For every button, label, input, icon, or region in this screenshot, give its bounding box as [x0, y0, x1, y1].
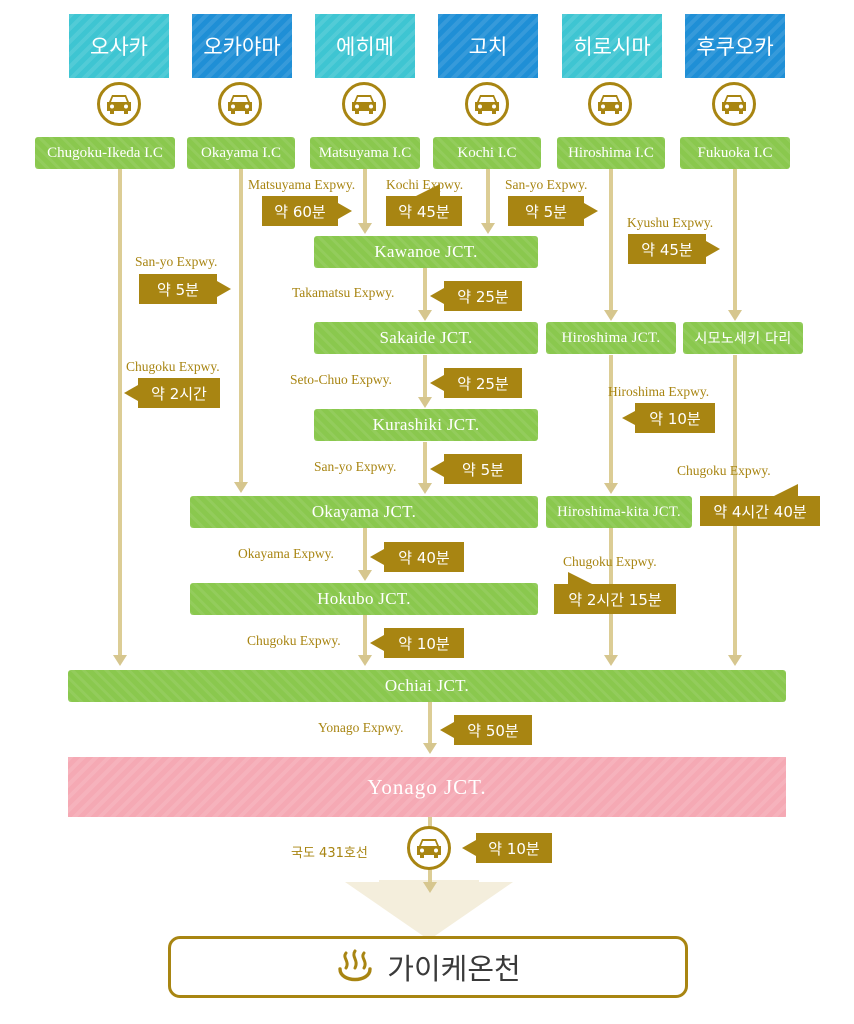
- arrowhead: [358, 570, 372, 581]
- time-badge: 약 10분: [622, 403, 715, 433]
- city-ehime: 에히메: [315, 14, 415, 78]
- arrowhead: [728, 655, 742, 666]
- time-badge: 약 45분: [386, 184, 462, 226]
- road-label: Hiroshima Expwy.: [608, 384, 710, 399]
- route-line-osaka: [118, 169, 122, 657]
- route-line-okayama: [239, 169, 243, 485]
- city-hiroshima: 히로시마: [562, 14, 662, 78]
- route-line-kochi: [486, 169, 490, 225]
- route-line-dest: [428, 860, 432, 882]
- road-label: San-yo Expwy.: [314, 459, 397, 474]
- route-line-kawanoe-sakaide: [423, 268, 427, 312]
- road-label: Seto-Chuo Expwy.: [290, 372, 392, 387]
- time-badge: 약 5분: [508, 196, 598, 226]
- road-label: Okayama Expwy.: [238, 546, 334, 561]
- route-line-hiroshima-kita: [609, 355, 613, 485]
- destination-box: 가이케온천: [168, 936, 688, 998]
- time-badge: 약 4시간 40분: [700, 484, 820, 526]
- shimonoseki-bridge: 시모노세키 다리: [683, 322, 803, 354]
- ic-hiroshima: Hiroshima I.C: [557, 137, 665, 169]
- jct-kurashiki: Kurashiki JCT.: [314, 409, 538, 441]
- car-icon: [407, 826, 451, 870]
- time-badge: 약 45분: [628, 234, 720, 264]
- road-label: Takamatsu Expwy.: [292, 285, 395, 300]
- arrowhead: [418, 310, 432, 321]
- time-badge: 약 10분: [370, 628, 464, 658]
- car-icon: [97, 82, 141, 126]
- arrowhead: [604, 483, 618, 494]
- road-label: Chugoku Expwy.: [677, 463, 771, 478]
- arrowhead: [604, 655, 618, 666]
- arrowhead: [418, 483, 432, 494]
- destination-arrow: [345, 880, 513, 940]
- route-line-kurashiki-okayama: [423, 442, 427, 486]
- time-badge: 약 5분: [430, 454, 522, 484]
- time-badge: 약 5분: [139, 274, 231, 304]
- time-badge: 약 2시간: [124, 378, 220, 408]
- time-badge: 약 2시간 15분: [554, 572, 676, 614]
- arrowhead: [728, 310, 742, 321]
- city-osaka: 오사카: [69, 14, 169, 78]
- arrowhead: [418, 397, 432, 408]
- road-label: Chugoku Expwy.: [563, 554, 657, 569]
- jct-sakaide: Sakaide JCT.: [314, 322, 538, 354]
- road-label: Matsuyama Expwy.: [248, 177, 356, 192]
- city-fukuoka: 후쿠오카: [685, 14, 785, 78]
- jct-hiroshima: Hiroshima JCT.: [546, 322, 676, 354]
- route-line-sakaide-kurashiki: [423, 355, 427, 399]
- arrowhead: [604, 310, 618, 321]
- city-kochi: 고치: [438, 14, 538, 78]
- hot-spring-icon: [338, 949, 372, 982]
- arrowhead: [481, 223, 495, 234]
- jct-kawanoe: Kawanoe JCT.: [314, 236, 538, 268]
- jct-okayama: Okayama JCT.: [190, 496, 538, 528]
- route-line-hiroshima: [609, 169, 613, 313]
- time-badge: 약 50분: [440, 715, 532, 745]
- arrowhead: [423, 882, 437, 893]
- road-label: Chugoku Expwy.: [126, 359, 220, 374]
- time-badge: 약 10분: [462, 833, 552, 863]
- road-label: Yonago Expwy.: [318, 720, 404, 735]
- ic-fukuoka: Fukuoka I.C: [680, 137, 790, 169]
- time-badge: 약 40분: [370, 542, 464, 572]
- arrowhead: [234, 482, 248, 493]
- road-label: Chugoku Expwy.: [247, 633, 341, 648]
- route-line-fukuoka: [733, 169, 737, 313]
- car-icon: [218, 82, 262, 126]
- city-okayama: 오카야마: [192, 14, 292, 78]
- jct-yonago: Yonago JCT.: [68, 757, 786, 817]
- road-label: Kyushu Expwy.: [627, 215, 714, 230]
- car-icon: [465, 82, 509, 126]
- time-badge: 약 25분: [430, 368, 522, 398]
- arrowhead: [113, 655, 127, 666]
- jct-hiroshima-kita: Hiroshima-kita JCT.: [546, 496, 692, 528]
- ic-chugoku-ikeda: Chugoku-Ikeda I.C: [35, 137, 175, 169]
- car-icon: [588, 82, 632, 126]
- time-badge: 약 25분: [430, 281, 522, 311]
- route-line-ochiai-yonago: [428, 701, 432, 745]
- road-label: San-yo Expwy.: [505, 177, 588, 192]
- ic-matsuyama: Matsuyama I.C: [310, 137, 420, 169]
- car-icon: [342, 82, 386, 126]
- route-line-okayama-hokubo: [363, 528, 367, 572]
- ic-okayama: Okayama I.C: [187, 137, 295, 169]
- car-icon: [712, 82, 756, 126]
- destination-label: 가이케온천: [387, 952, 521, 986]
- road-label: 국도 431호선: [291, 846, 368, 861]
- arrowhead: [358, 655, 372, 666]
- road-label: San-yo Expwy.: [135, 254, 218, 269]
- jct-ochiai: Ochiai JCT.: [68, 670, 786, 702]
- arrowhead: [423, 743, 437, 754]
- route-line-matsuyama: [363, 169, 367, 225]
- jct-hokubo: Hokubo JCT.: [190, 583, 538, 615]
- route-line-hokubo-ochiai: [363, 614, 367, 657]
- time-badge: 약 60분: [262, 196, 352, 226]
- arrowhead: [358, 223, 372, 234]
- ic-kochi: Kochi I.C: [433, 137, 541, 169]
